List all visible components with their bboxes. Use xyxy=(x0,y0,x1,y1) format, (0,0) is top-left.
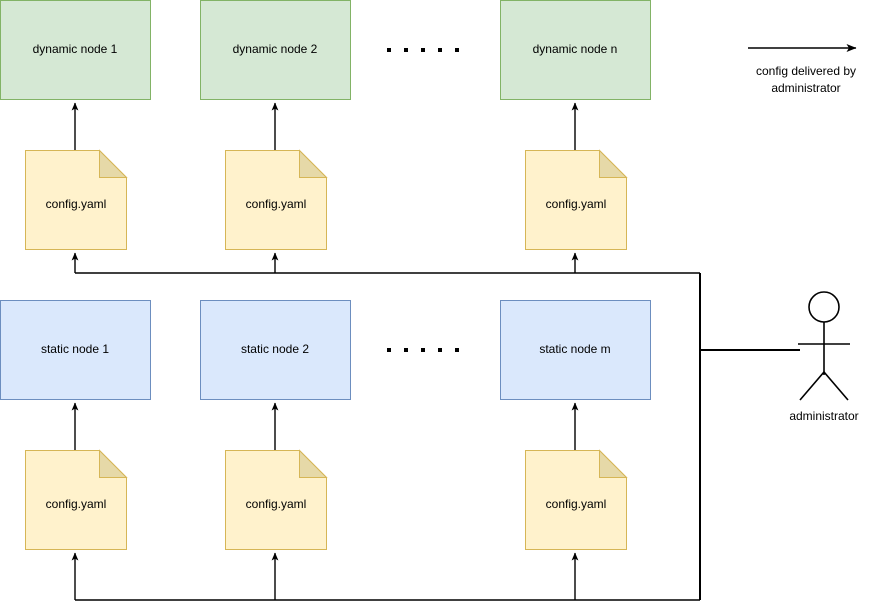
config-note-static-2[interactable]: config.yaml xyxy=(225,449,328,550)
static-node-1[interactable]: static node 1 xyxy=(0,300,151,400)
dynamic-node-2[interactable]: dynamic node 2 xyxy=(200,0,351,100)
legend-caption-line-2: administrator xyxy=(771,81,840,95)
connector-layer xyxy=(71,102,800,601)
actor-head-icon xyxy=(808,291,840,323)
ellipsis-dynamic-row xyxy=(387,48,459,52)
config-note-dynamic-2-label: config.yaml xyxy=(246,197,307,211)
config-note-static-1-label: config.yaml xyxy=(46,497,107,511)
config-note-dynamic-n-label: config.yaml xyxy=(546,197,607,211)
dynamic-node-1[interactable]: dynamic node 1 xyxy=(0,0,151,100)
static-node-m-label: static node m xyxy=(539,342,610,356)
administrator-label: administrator xyxy=(789,409,858,423)
config-note-dynamic-n[interactable]: config.yaml xyxy=(525,149,628,250)
actor-legs-icon xyxy=(799,370,849,401)
config-note-static-m-label: config.yaml xyxy=(546,497,607,511)
legend-caption-line-1: config delivered by xyxy=(756,64,856,78)
dynamic-node-row: dynamic node 1 dynamic node 2 dynamic no… xyxy=(0,0,651,100)
config-note-dynamic-1[interactable]: config.yaml xyxy=(25,149,128,250)
config-note-static-1[interactable]: config.yaml xyxy=(25,449,128,550)
config-note-dynamic-2[interactable]: config.yaml xyxy=(225,149,328,250)
legend: config delivered by administrator xyxy=(748,44,857,95)
static-note-row: config.yaml config.yaml config.yaml xyxy=(25,449,628,550)
config-note-static-2-label: config.yaml xyxy=(246,497,307,511)
static-node-m[interactable]: static node m xyxy=(500,300,651,400)
administrator-actor[interactable]: administrator xyxy=(789,291,859,423)
dynamic-node-n[interactable]: dynamic node n xyxy=(500,0,651,100)
ellipsis-static-row xyxy=(387,348,459,352)
dynamic-node-1-label: dynamic node 1 xyxy=(33,42,118,56)
config-note-static-m[interactable]: config.yaml xyxy=(525,449,628,550)
dynamic-node-n-label: dynamic node n xyxy=(533,42,618,56)
config-note-dynamic-1-label: config.yaml xyxy=(46,197,107,211)
dynamic-note-row: config.yaml config.yaml config.yaml xyxy=(25,149,628,250)
static-node-row: static node 1 static node 2 static node … xyxy=(0,300,651,400)
static-node-2[interactable]: static node 2 xyxy=(200,300,351,400)
static-node-1-label: static node 1 xyxy=(41,342,109,356)
static-node-2-label: static node 2 xyxy=(241,342,309,356)
dynamic-node-2-label: dynamic node 2 xyxy=(233,42,318,56)
